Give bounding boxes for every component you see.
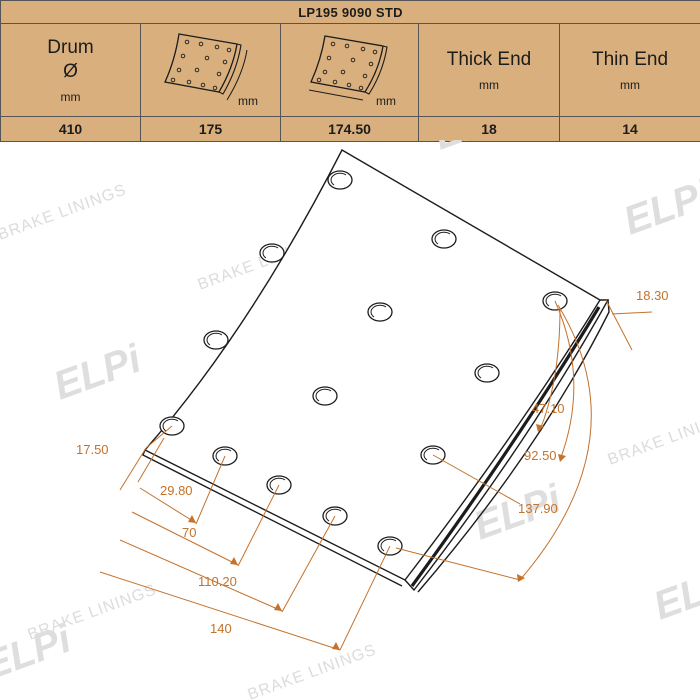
lining-width-icon — [164, 33, 248, 101]
dim-140: 140 — [210, 621, 232, 636]
thick-end-header: Thick End mm — [418, 23, 560, 117]
thick-end-unit: mm — [479, 78, 499, 92]
rivet-hole — [474, 363, 500, 383]
dim-47-10: 47.10 — [532, 401, 565, 416]
dim-18-30: 18.30 — [636, 288, 669, 303]
dim-92-50: 92.50 — [524, 448, 557, 463]
dim-137-90: 137.90 — [518, 501, 558, 516]
watermark-tagline: BRAKE LININGS — [246, 641, 379, 700]
spec-table: LP195 9090 STD Drum Ø mm mm — [0, 0, 700, 142]
width-value: 175 — [140, 116, 281, 142]
dimension-arrows — [188, 424, 566, 650]
watermark-logo: ELPi — [48, 336, 147, 408]
thin-end-header: Thin End mm — [558, 23, 700, 117]
length-value: 174.50 — [280, 116, 419, 142]
watermark-tagline: BRAKE LININGS — [0, 181, 129, 243]
rivet-hole — [312, 386, 338, 406]
watermark-logo: ELPi — [648, 556, 700, 628]
watermark-logo: ELPi — [428, 140, 527, 158]
part-number: LP195 9090 STD — [0, 0, 700, 24]
rivet-hole — [431, 229, 457, 249]
lining-length-icon — [308, 35, 388, 101]
drum-value: 410 — [0, 116, 141, 142]
dim-29-80: 29.80 — [160, 483, 193, 498]
width-unit: mm — [238, 94, 258, 108]
watermark-tagline: BRAKE LININGS — [606, 406, 700, 468]
length-unit: mm — [376, 94, 396, 108]
thick-end-value: 18 — [418, 116, 560, 142]
rivet-hole — [259, 243, 285, 263]
dim-110-20: 110.20 — [198, 574, 237, 589]
length-header: mm — [280, 23, 419, 117]
drum-unit: mm — [60, 90, 81, 104]
rivet-hole — [203, 330, 229, 350]
dim-70: 70 — [182, 525, 196, 540]
lining-drawing: BRAKE LININGS BRAKE LININGS BRAKE LINING… — [0, 140, 700, 700]
diameter-symbol: Ø — [63, 61, 78, 82]
rivet-hole — [367, 302, 393, 322]
dimension-lines — [99, 299, 653, 651]
dim-17-50: 17.50 — [76, 442, 109, 457]
thin-end-unit: mm — [620, 78, 641, 92]
lining-body — [142, 149, 610, 593]
thick-end-label: Thick End — [446, 49, 532, 70]
drum-label: Drum — [47, 37, 94, 58]
thin-end-value: 14 — [558, 116, 700, 142]
rivet-hole — [327, 170, 353, 190]
width-header: mm — [140, 23, 281, 117]
rivet-hole — [322, 506, 348, 526]
dimension-labels: 18.30 17.50 47.10 29.80 92.50 70 137.90 … — [76, 288, 669, 636]
watermark-logo: ELPi — [618, 171, 700, 243]
thin-end-label: Thin End — [591, 49, 669, 70]
drum-diameter-header: Drum Ø mm — [0, 23, 141, 117]
